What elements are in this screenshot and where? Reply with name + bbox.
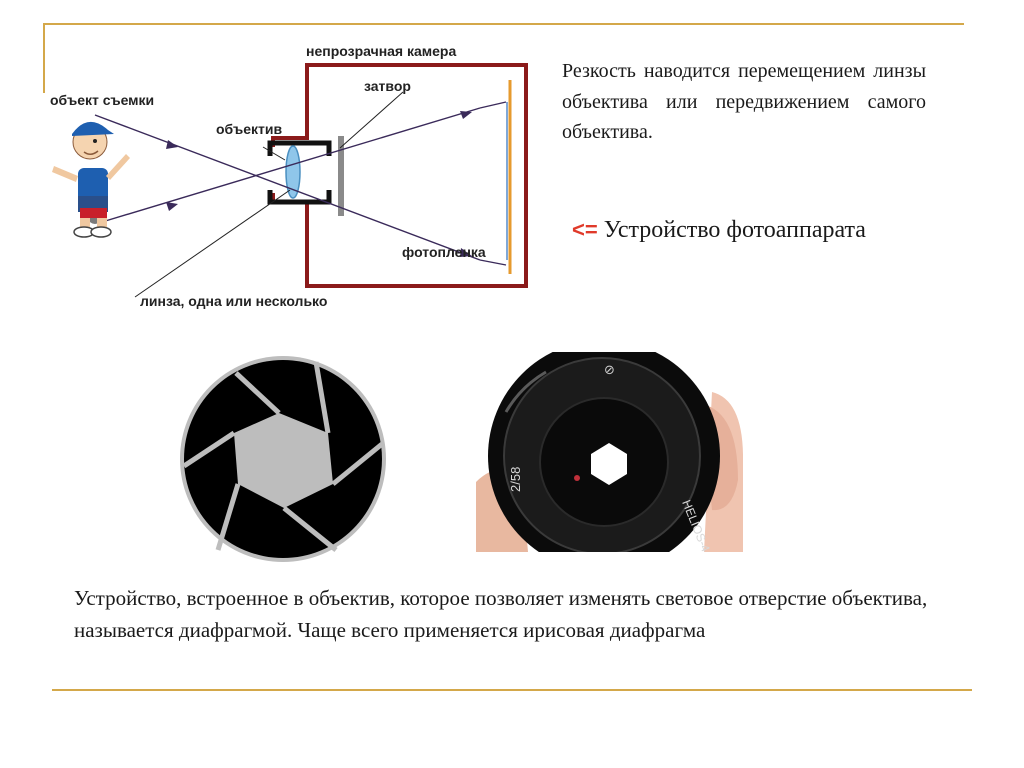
lens-photo: 2/58 HELIOS-44M ⊘ <box>476 352 743 552</box>
left-arrow-mark: <= <box>572 217 598 242</box>
shutter <box>338 136 344 216</box>
subject-figure <box>52 121 130 238</box>
lens-aperture-opening <box>591 443 627 485</box>
lens-holder <box>267 140 332 205</box>
lens-red-dot <box>574 475 580 481</box>
diaphragm-description: Устройство, встроенное в объектив, котор… <box>74 586 928 642</box>
label-film: фотопленка <box>402 244 486 260</box>
camera-body <box>271 63 528 288</box>
label-lens: объектив <box>216 121 282 137</box>
bottom-rule <box>52 689 972 691</box>
leader-lines <box>134 91 404 298</box>
label-subject: объект съемки <box>50 92 154 108</box>
iris-diaphragm-diagram <box>180 356 386 562</box>
device-title: Устройство фотоаппарата <box>603 217 866 243</box>
ray-arrows <box>166 111 472 257</box>
device-heading: <= Устройство фотоаппарата <box>572 217 942 244</box>
iris-blade-gaps <box>182 361 384 552</box>
left-rule <box>43 23 45 93</box>
aperture-opening <box>234 413 333 508</box>
light-rays <box>94 101 507 266</box>
aperture-marking: 2/58 <box>508 467 523 492</box>
camera-diagram: непрозрачная камера объект съемки затвор… <box>50 43 528 309</box>
top-rule <box>44 23 964 25</box>
label-chamber: непрозрачная камера <box>306 43 456 59</box>
label-shutter: затвор <box>364 78 411 94</box>
label-lens-elements: линза, одна или несколько <box>140 293 327 309</box>
focus-description: Резкость наводится перемещением линзы об… <box>562 60 926 143</box>
lens-logo-mark: ⊘ <box>604 363 615 378</box>
lens-element <box>285 145 301 199</box>
